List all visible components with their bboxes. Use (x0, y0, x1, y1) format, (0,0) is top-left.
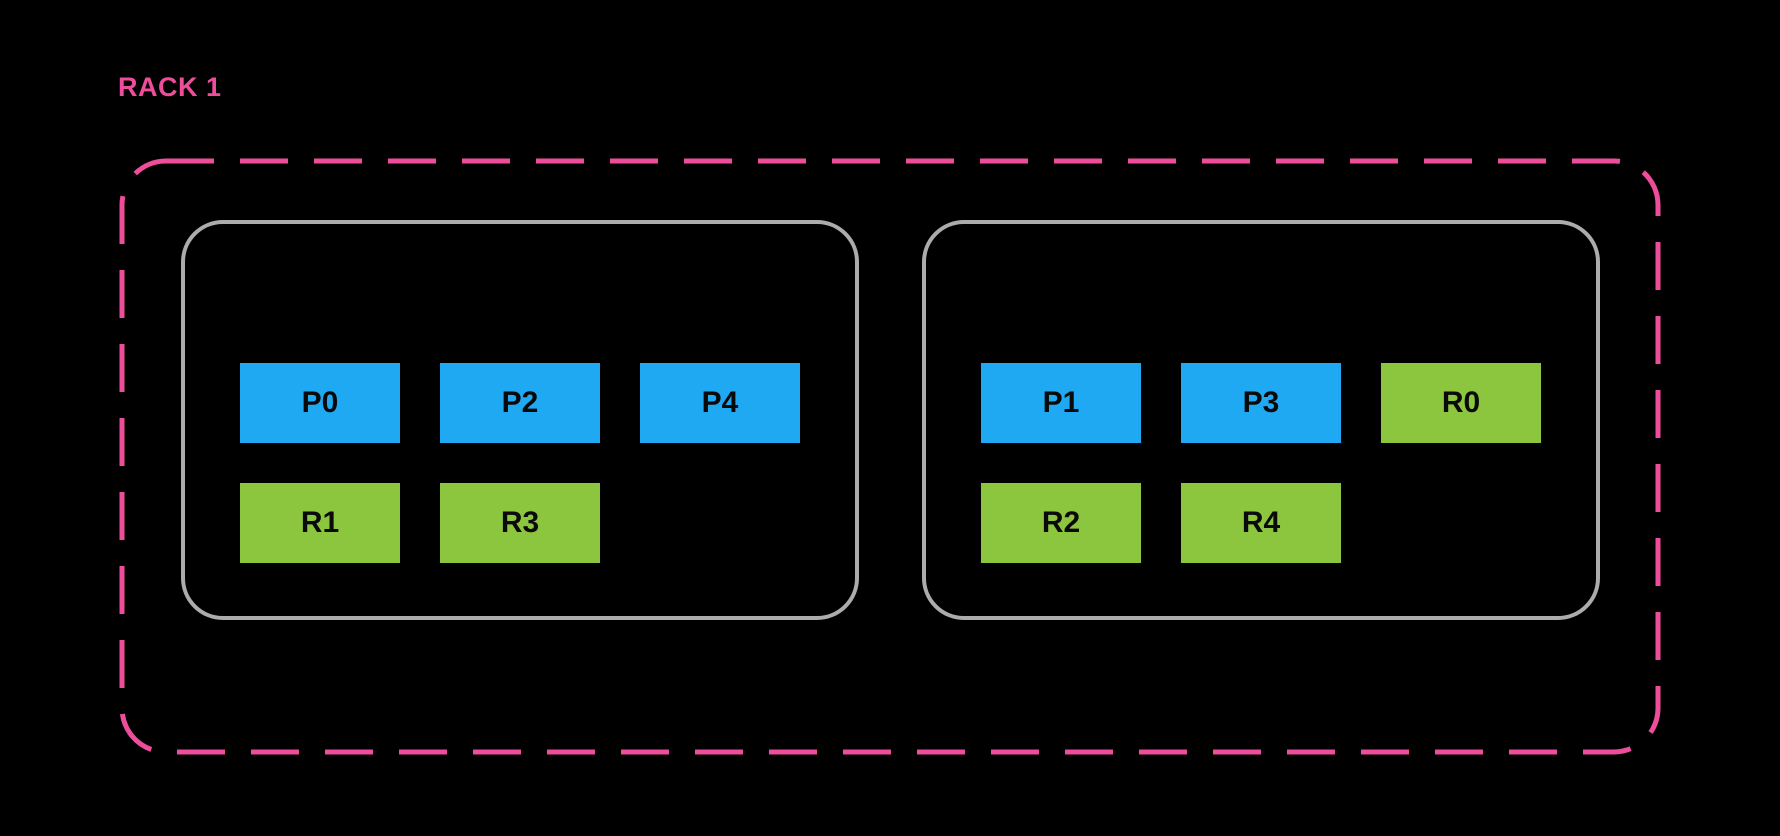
node-right-slots: P1 P3 R0 R2 R4 (981, 363, 1541, 563)
slot-row: P1 P3 R0 (981, 363, 1541, 443)
slot-p3: P3 (1181, 363, 1341, 443)
slot-p1: P1 (981, 363, 1141, 443)
node-container-right: P1 P3 R0 R2 R4 (922, 220, 1600, 620)
slot-p0: P0 (240, 363, 400, 443)
rack-title: RACK 1 (118, 72, 222, 102)
slot-row: P0 P2 P4 (240, 363, 800, 443)
slot-r1: R1 (240, 483, 400, 563)
slot-r0: R0 (1381, 363, 1541, 443)
slot-row: R1 R3 (240, 483, 800, 563)
slot-p4: P4 (640, 363, 800, 443)
slot-row: R2 R4 (981, 483, 1541, 563)
slot-p2: P2 (440, 363, 600, 443)
node-left-slots: P0 P2 P4 R1 R3 (240, 363, 800, 563)
slot-r2: R2 (981, 483, 1141, 563)
node-container-left: P0 P2 P4 R1 R3 (181, 220, 859, 620)
slot-r3: R3 (440, 483, 600, 563)
rack-dashed-boundary (119, 158, 1661, 755)
slot-r4: R4 (1181, 483, 1341, 563)
